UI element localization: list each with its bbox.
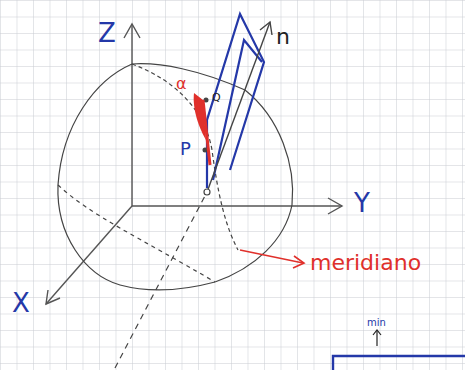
point-label: P bbox=[180, 140, 191, 158]
axis-label: Z bbox=[98, 20, 116, 46]
angle-arc bbox=[203, 100, 210, 165]
tangent-plane bbox=[207, 14, 264, 188]
vector-label: n bbox=[276, 26, 290, 48]
sphere-octant bbox=[58, 64, 293, 290]
blue-box bbox=[333, 356, 465, 370]
min-label: min bbox=[367, 318, 386, 328]
axis-label: Y bbox=[354, 190, 370, 216]
axis-label: X bbox=[12, 290, 30, 316]
point-label: Q bbox=[212, 92, 221, 103]
meridian-label: meridiano bbox=[310, 252, 421, 274]
origin-point bbox=[204, 189, 210, 195]
angle-label: α bbox=[176, 76, 187, 92]
axes bbox=[46, 24, 342, 304]
normal-vector bbox=[207, 22, 272, 192]
meridian-pointer bbox=[240, 250, 304, 268]
min-arrow bbox=[373, 330, 381, 346]
normal-extension bbox=[115, 192, 207, 368]
